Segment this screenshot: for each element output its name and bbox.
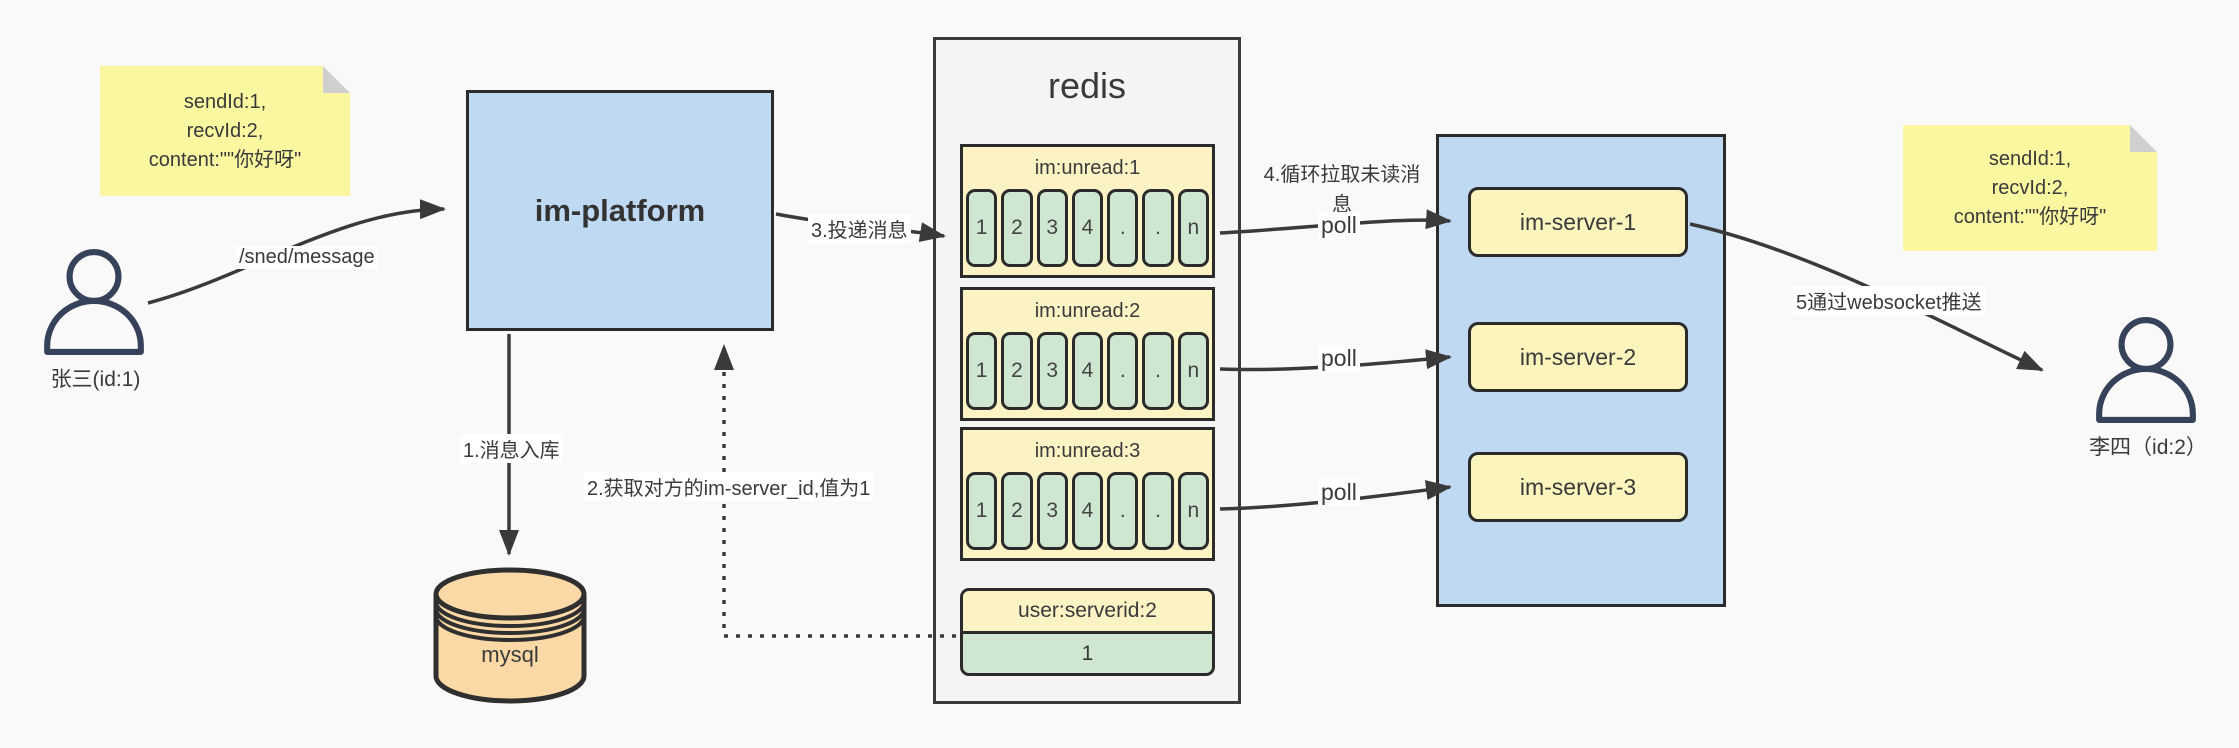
- queue-cell: 3: [1036, 472, 1068, 550]
- mysql-label: mysql: [481, 642, 539, 667]
- queue-cell: 3: [1036, 189, 1068, 267]
- im-platform-label: im-platform: [534, 192, 706, 228]
- queue-cell: 2: [1001, 332, 1033, 410]
- queue-cell: .: [1107, 472, 1139, 550]
- sender-label: 张三(id:1): [50, 368, 141, 391]
- note-line: sendId:1,: [183, 90, 267, 113]
- note-line: sendId:1,: [1988, 147, 2072, 170]
- sticky-note-right: sendId:1, recvId:2, content:""你好呀": [1903, 125, 2157, 251]
- queue-cell: 4: [1071, 332, 1104, 410]
- im-server-3-node: im-server-3: [1468, 452, 1688, 522]
- im-server-1-node: im-server-1: [1468, 187, 1688, 257]
- poll-label-2: poll: [1318, 345, 1360, 372]
- queue-cell: 2: [1001, 472, 1033, 550]
- redis-title: redis: [1047, 65, 1127, 106]
- im-server-2-node: im-server-2: [1468, 322, 1688, 392]
- receiver-actor: 李四（id:2）: [2089, 314, 2207, 461]
- database-icon: [433, 567, 587, 704]
- queue-cell: n: [1177, 332, 1209, 410]
- queue-im-unread-1: im:unread:1 1 2 3 4 . . n: [960, 144, 1215, 278]
- im-platform-node: im-platform: [466, 90, 774, 331]
- user-serverid-value: 1: [1081, 641, 1094, 665]
- im-server-cluster: im-server-1 im-server-2 im-server-3: [1436, 134, 1726, 607]
- sticky-note-left: sendId:1, recvId:2, content:""你好呀": [100, 66, 350, 196]
- poll-label-1: poll: [1318, 212, 1360, 239]
- queue-cell: .: [1142, 332, 1174, 410]
- queue-cell: .: [1107, 189, 1139, 267]
- note-line: recvId:2,: [1991, 176, 2069, 199]
- queue-cell: 1: [966, 189, 998, 267]
- websocket-push-label: 5通过websocket推送: [1793, 286, 1985, 315]
- sender-actor: 张三(id:1): [38, 246, 153, 393]
- queue-cell: n: [1177, 189, 1209, 267]
- queue-cells: 1 2 3 4 . . n: [963, 472, 1212, 550]
- im-server-1-label: im-server-1: [1519, 208, 1637, 235]
- im-server-2-label: im-server-2: [1519, 343, 1637, 370]
- note-fold-corner: [2130, 125, 2157, 152]
- queue-cell: 4: [1071, 189, 1104, 267]
- queue-cell: 4: [1071, 472, 1104, 550]
- queue-cell: n: [1177, 472, 1209, 550]
- queue-im-unread-3: im:unread:3 1 2 3 4 . . n: [960, 427, 1215, 561]
- redis-container: redis im:unread:1 1 2 3 4 . . n im:unrea…: [933, 37, 1241, 704]
- queue-cell: 3: [1036, 332, 1068, 410]
- queue-cell: .: [1142, 189, 1174, 267]
- queue-cell: .: [1142, 472, 1174, 550]
- note-line: content:""你好呀": [1953, 205, 2107, 228]
- user-icon: [44, 249, 144, 355]
- receiver-label: 李四（id:2）: [2089, 436, 2207, 459]
- queue-cells: 1 2 3 4 . . n: [963, 332, 1212, 410]
- poll-label-3: poll: [1318, 479, 1360, 506]
- queue-cell: .: [1107, 332, 1139, 410]
- note-line: content:""你好呀": [148, 148, 302, 171]
- user-serverid-key: user:serverid:2: [963, 591, 1212, 634]
- lookup-serverid-label: 2.获取对方的im-server_id,值为1: [584, 472, 874, 501]
- user-icon: [2096, 317, 2196, 423]
- note-fold-corner: [323, 66, 350, 93]
- send-message-label: /sned/message: [236, 246, 378, 269]
- queue-header: im:unread:3: [1034, 439, 1141, 462]
- queue-header: im:unread:2: [1034, 299, 1141, 322]
- queue-cell: 2: [1001, 189, 1033, 267]
- queue-im-unread-2: im:unread:2 1 2 3 4 . . n: [960, 287, 1215, 421]
- note-line: recvId:2,: [186, 119, 264, 142]
- queue-header: im:unread:1: [1034, 156, 1141, 179]
- queue-cells: 1 2 3 4 . . n: [963, 189, 1212, 267]
- deliver-message-label: 3.投递消息: [808, 214, 911, 243]
- im-server-3-label: im-server-3: [1519, 473, 1637, 500]
- queue-cell: 1: [966, 472, 998, 550]
- poll-unread-label: 4.循环拉取未读消息: [1263, 164, 1421, 216]
- user-serverid-node: user:serverid:2 1: [960, 588, 1215, 676]
- store-mysql-label: 1.消息入库: [460, 434, 563, 463]
- queue-cell: 1: [966, 332, 998, 410]
